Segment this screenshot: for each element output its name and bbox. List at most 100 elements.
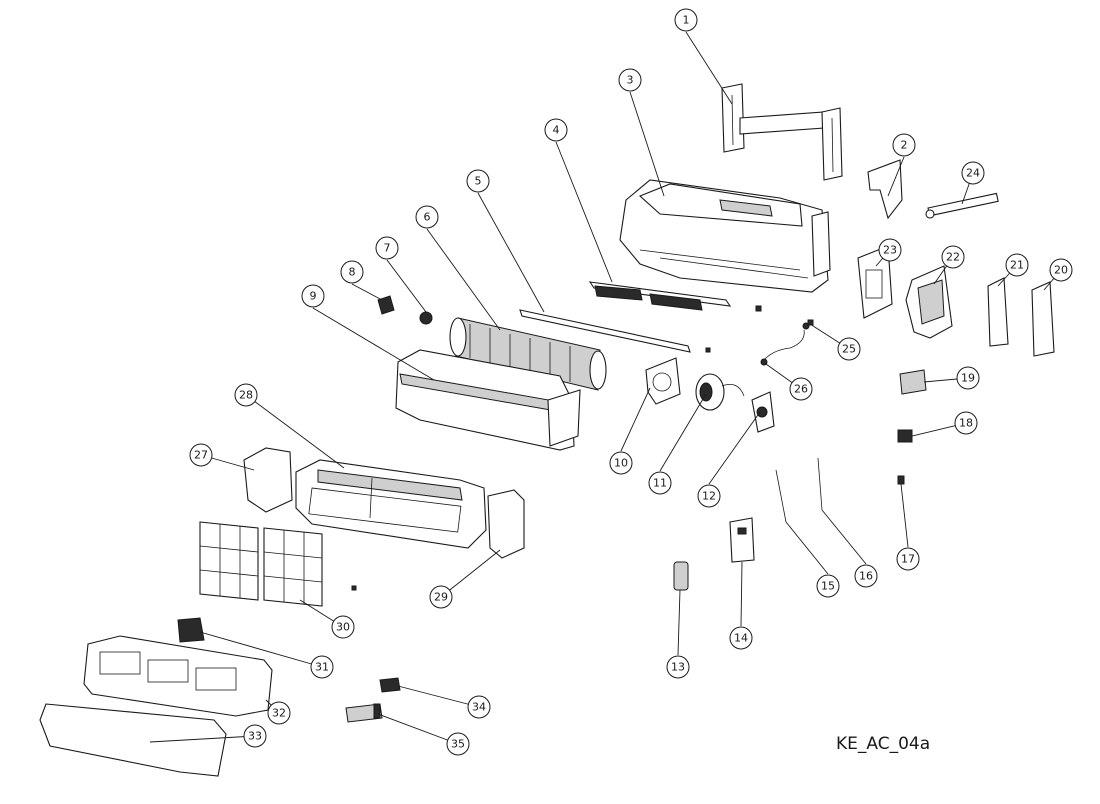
part-front-panel: [83, 635, 273, 717]
callout-31: 31: [310, 655, 334, 679]
callout-24: 24: [961, 161, 985, 185]
part-cross-flow-fan: [449, 317, 607, 391]
callout-29: 29: [429, 585, 453, 609]
svg-text:23: 23: [883, 244, 897, 257]
drawing-code-label: KE_AC_04a: [836, 734, 931, 754]
svg-text:24: 24: [966, 167, 980, 180]
svg-text:32: 32: [272, 707, 286, 720]
svg-text:35: 35: [451, 738, 465, 751]
part-terminal-cover: [899, 369, 927, 395]
callout-28: 28: [234, 383, 258, 407]
part-filter: [199, 521, 357, 607]
svg-text:9: 9: [310, 290, 317, 303]
part-wires: [775, 457, 905, 523]
callout-15: 15: [816, 574, 840, 598]
part-horizontal-louver: [519, 309, 691, 353]
svg-text:5: 5: [475, 175, 482, 188]
svg-text:27: 27: [194, 449, 208, 462]
callout-7: 7: [375, 236, 399, 260]
callout-30: 30: [331, 615, 355, 639]
callout-22: 22: [941, 245, 965, 269]
part-terminal-block: [897, 429, 913, 443]
callout-27: 27: [189, 443, 213, 467]
svg-text:1: 1: [683, 14, 690, 27]
callout-20: 20: [1049, 258, 1073, 282]
callout-4: 4: [544, 118, 568, 142]
svg-text:19: 19: [961, 372, 975, 385]
part-control-board: [987, 277, 1009, 347]
svg-text:16: 16: [859, 570, 873, 583]
part-evaporator: [395, 349, 581, 451]
callout-13: 13: [666, 655, 690, 679]
part-vertical-louvers: [588, 281, 732, 311]
svg-text:33: 33: [248, 730, 262, 743]
callout-21: 21: [1005, 253, 1029, 277]
part-display-cover: [345, 703, 383, 723]
callout-10: 10: [609, 451, 633, 475]
svg-text:7: 7: [384, 242, 391, 255]
callout-5: 5: [466, 169, 490, 193]
part-remote-holder: [729, 517, 755, 563]
callout-16: 16: [854, 564, 878, 588]
svg-text:22: 22: [946, 251, 960, 264]
svg-text:14: 14: [734, 632, 748, 645]
part-sensor-wire: [760, 322, 810, 366]
svg-text:2: 2: [901, 139, 908, 152]
svg-text:4: 4: [553, 124, 560, 137]
part-motor-bracket: [751, 391, 775, 433]
part-left-side-cover: [243, 447, 293, 513]
part-bearing-holder: [377, 295, 395, 315]
svg-text:28: 28: [239, 389, 253, 402]
part-electric-cover: [1031, 281, 1055, 357]
svg-text:6: 6: [424, 211, 431, 224]
callout-6: 6: [415, 205, 439, 229]
callout-34: 34: [467, 695, 491, 719]
part-electric-box-cover: [857, 245, 893, 319]
callout-11: 11: [648, 471, 672, 495]
svg-text:13: 13: [671, 661, 685, 674]
callout-23: 23: [878, 238, 902, 262]
callout-18: 18: [954, 411, 978, 435]
svg-text:17: 17: [901, 553, 915, 566]
part-remote-controller: [673, 561, 689, 591]
part-screws: [705, 305, 814, 353]
callout-17: 17: [896, 547, 920, 571]
svg-text:29: 29: [434, 591, 448, 604]
svg-text:34: 34: [472, 701, 486, 714]
callout-3: 3: [618, 68, 642, 92]
callout-25: 25: [837, 337, 861, 361]
svg-text:21: 21: [1010, 259, 1024, 272]
part-bearing: [419, 311, 433, 325]
part-electric-box: [905, 265, 953, 339]
part-pipe-holder: [867, 159, 903, 220]
callout-26: 26: [789, 377, 813, 401]
part-right-side-cover: [487, 489, 525, 559]
svg-text:30: 30: [336, 621, 350, 634]
callout-33: 33: [243, 724, 267, 748]
callout-35: 35: [446, 732, 470, 756]
svg-text:3: 3: [627, 74, 634, 87]
svg-text:20: 20: [1054, 264, 1068, 277]
callout-12: 12: [697, 484, 721, 508]
part-back-chassis: [619, 179, 831, 293]
part-fan-motor: [695, 373, 745, 411]
part-decorative-panel: [39, 703, 227, 777]
callout-14: 14: [729, 626, 753, 650]
part-front-panel-frame: [295, 459, 487, 549]
svg-text:8: 8: [349, 266, 356, 279]
callout-9: 9: [301, 284, 325, 308]
svg-text:12: 12: [702, 490, 716, 503]
part-mounting-plate: [721, 83, 843, 181]
svg-text:11: 11: [653, 477, 667, 490]
svg-text:31: 31: [315, 661, 329, 674]
callout-1: 1: [674, 8, 698, 32]
part-small-connector: [379, 677, 401, 693]
part-motor-press-plate: [645, 357, 681, 405]
callout-19: 19: [956, 366, 980, 390]
svg-text:25: 25: [842, 343, 856, 356]
svg-text:18: 18: [959, 417, 973, 430]
callout-2: 2: [892, 133, 916, 157]
callout-8: 8: [340, 260, 364, 284]
svg-text:15: 15: [821, 580, 835, 593]
svg-text:26: 26: [794, 383, 808, 396]
